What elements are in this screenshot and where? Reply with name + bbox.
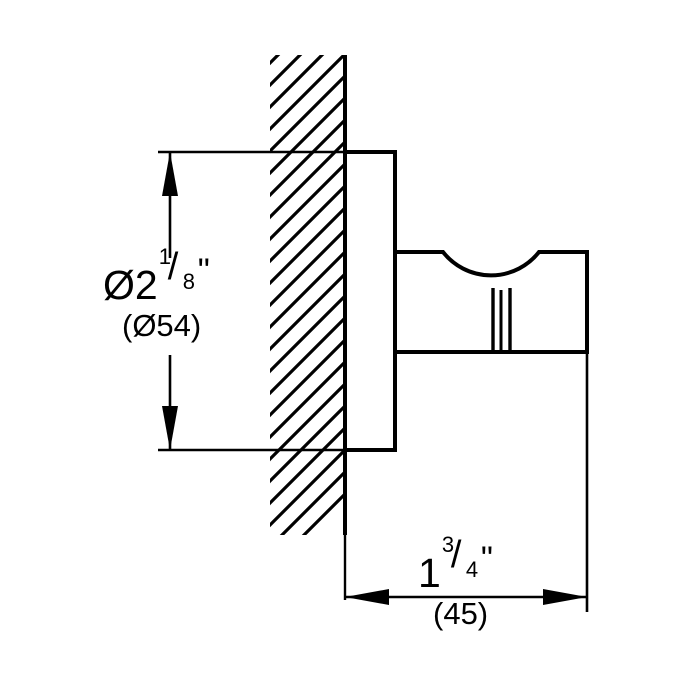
horizontal-dimension	[345, 352, 589, 612]
hook-outline	[395, 250, 589, 354]
vertical-dimension	[158, 150, 350, 452]
escutcheon-outline	[345, 150, 397, 452]
hook-body	[395, 250, 589, 354]
vdim-arrow-top	[162, 152, 178, 196]
hdim-arrow-left	[345, 589, 389, 605]
vdim-arrow-bottom	[162, 406, 178, 450]
wall-hatch-lines	[270, 55, 345, 535]
hdim-arrow-right	[543, 589, 587, 605]
wall-section	[270, 55, 347, 600]
escutcheon-plate	[345, 150, 397, 452]
